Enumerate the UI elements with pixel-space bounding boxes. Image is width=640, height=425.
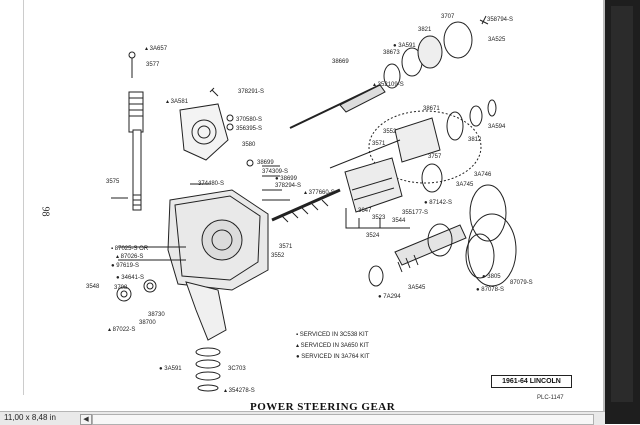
part-label: ● 3A591 — [393, 43, 416, 49]
part-label: ▴ 87022-S — [108, 327, 136, 333]
part-label: 3C703 — [228, 366, 246, 372]
part-label: 38730 — [148, 312, 165, 318]
part-label: ▴ 3A657 — [145, 46, 168, 52]
legend-item: ▪ SERVICED IN 3C538 KIT — [296, 332, 369, 338]
part-label: 87079-S — [510, 280, 533, 286]
part-label: ● 87142-S — [424, 200, 452, 206]
vertical-scrollbar[interactable] — [605, 0, 640, 424]
page-number: 98 — [39, 206, 51, 217]
kit-legend: ▪ SERVICED IN 3C538 KIT ▴ SERVICED IN 3A… — [296, 330, 370, 363]
part-label: 3A746 — [474, 172, 492, 178]
part-label: 3A545 — [408, 285, 426, 291]
part-label: ● 38699 — [275, 176, 297, 182]
part-label: 3A594 — [488, 124, 506, 130]
page-right-edge — [603, 0, 605, 411]
exploded-parts-diagram — [111, 15, 517, 392]
part-label: ● 7A294 — [378, 294, 401, 300]
part-label: 3707 — [441, 14, 455, 20]
year-label-box: 1961-64 LINCOLN — [491, 375, 572, 388]
part-label: 3757 — [428, 154, 442, 160]
part-label: 3571 — [372, 141, 386, 147]
part-label: ▴ 352109-S — [373, 82, 404, 88]
part-label: 3575 — [106, 179, 120, 185]
part-label: 374309-S — [262, 169, 289, 175]
part-label: ● 34641-S — [116, 275, 144, 281]
part-label: 3571 — [279, 244, 293, 250]
part-label: 38669 — [332, 59, 349, 65]
part-label: 3A745 — [456, 182, 474, 188]
part-label: 3548 — [86, 284, 100, 290]
part-label: 370580-S — [236, 117, 263, 123]
plate-id: PLC-1147 — [537, 395, 564, 401]
part-label: 378294-S — [275, 183, 302, 189]
part-label: ● 3805 — [482, 274, 501, 280]
horizontal-scrollbar[interactable] — [92, 414, 594, 425]
part-label: 38671 — [423, 106, 440, 112]
legend-item: ▴ SERVICED IN 3A650 KIT — [296, 343, 369, 349]
part-label: 3524 — [366, 233, 380, 239]
status-bar: 11,00 x 8,48 in ◀ — [0, 411, 605, 425]
page-binding-edge — [23, 0, 24, 395]
page-caption: POWER STEERING GEAR — [250, 401, 396, 413]
part-label: 378291-S — [238, 89, 265, 95]
part-label: 3544 — [392, 218, 406, 224]
part-label: 355177-S — [402, 210, 429, 216]
part-label: ▪ 87025-S OR — [111, 246, 149, 252]
vertical-scroll-thumb[interactable] — [611, 6, 633, 402]
part-label: 3647 — [358, 208, 372, 214]
part-label: 3812 — [468, 137, 482, 143]
part-label: ▴ 354278-S — [224, 388, 255, 394]
part-label: ● 97619-S — [111, 263, 139, 269]
part-label: 3577 — [146, 62, 160, 68]
legend-item: ● SERVICED IN 3A764 KIT — [296, 354, 370, 360]
part-label: 38699 — [257, 160, 274, 166]
pitman-shaft — [132, 129, 142, 211]
part-label: 3523 — [372, 215, 386, 221]
part-label: 3580 — [242, 142, 256, 148]
page-size-readout: 11,00 x 8,48 in — [4, 413, 56, 422]
part-label: ▴ 87026-S — [116, 254, 144, 260]
part-label: ▴ 3A581 — [166, 99, 189, 105]
part-label: 3708 — [114, 285, 128, 291]
scroll-left-icon[interactable]: ◀ — [80, 414, 92, 425]
part-label: 38700 — [139, 320, 156, 326]
part-label: 3552 — [383, 129, 397, 135]
part-label: ● 87078-S — [476, 287, 504, 293]
part-label: 3821 — [418, 27, 432, 33]
part-label: ● 3A591 — [159, 366, 182, 372]
part-label: 38673 — [383, 50, 400, 56]
part-label: 374480-S — [198, 181, 225, 187]
part-label: 3552 — [271, 253, 285, 259]
part-label: 3A525 — [488, 37, 506, 43]
part-label: 356395-S — [236, 126, 263, 132]
part-label: ▴ 377660-S — [304, 190, 335, 196]
part-label: 358794-S — [487, 17, 514, 23]
